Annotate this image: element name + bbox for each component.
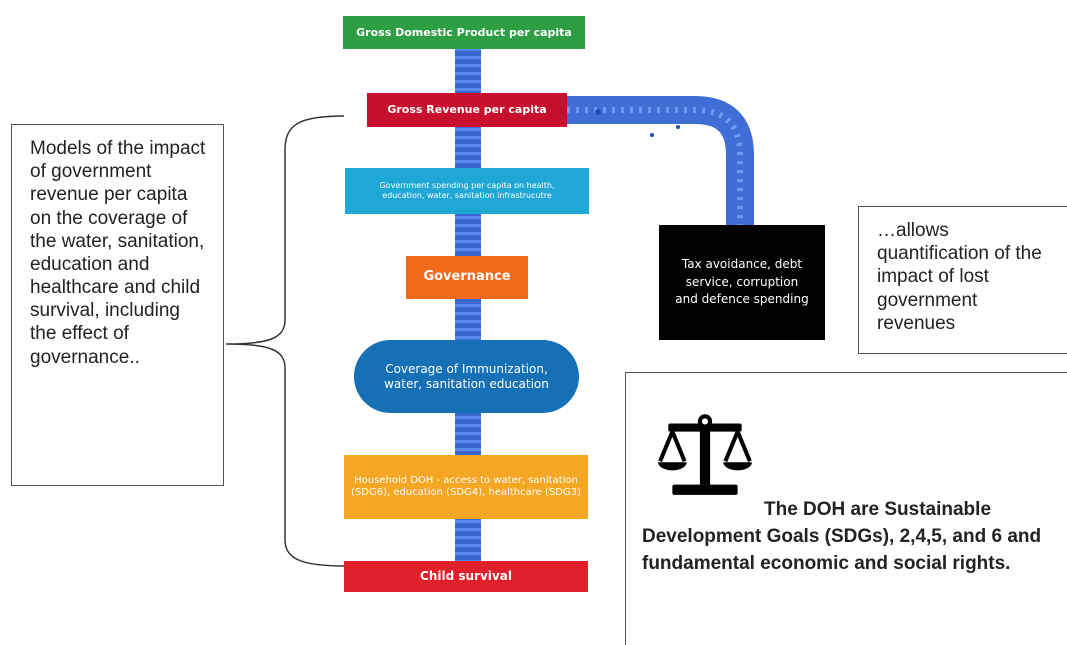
- allows-text: …allows quantification of the impact of …: [877, 220, 1042, 334]
- spending-box: Government spending per capita on health…: [345, 168, 589, 214]
- tax-box: Tax avoidance, debt service, corruption …: [659, 225, 825, 340]
- revenue-box: Gross Revenue per capita: [367, 93, 567, 127]
- coverage-label: Coverage of Immunization, water, sanitat…: [384, 361, 549, 391]
- pipe-drop: [650, 133, 654, 137]
- child-survival-label: Child survival: [420, 569, 512, 583]
- spending-label: Government spending per capita on health…: [379, 181, 555, 200]
- tax-pipe: [567, 96, 754, 228]
- coverage-box: Coverage of Immunization, water, sanitat…: [354, 340, 579, 413]
- household-label: Household DOH - access to water, sanitat…: [351, 474, 581, 499]
- doh-note: The DOH are Sustainable Development Goal…: [625, 372, 1067, 645]
- pipe-drop: [595, 109, 601, 115]
- household-box: Household DOH - access to water, sanitat…: [344, 455, 588, 519]
- gdp-label: Gross Domestic Product per capita: [356, 25, 572, 39]
- pipe-drop: [676, 125, 680, 129]
- allows-note: …allows quantification of the impact of …: [858, 206, 1067, 354]
- gdp-box: Gross Domestic Product per capita: [343, 16, 585, 49]
- tax-label: Tax avoidance, debt service, corruption …: [675, 257, 809, 307]
- governance-box: Governance: [406, 256, 528, 299]
- governance-label: Governance: [423, 269, 511, 285]
- child-survival-box: Child survival: [344, 561, 588, 592]
- models-text: Models of the impact of government reven…: [30, 138, 206, 368]
- left-brace: [225, 115, 345, 567]
- models-note: Models of the impact of government reven…: [11, 124, 224, 486]
- scales-icon: [658, 414, 752, 495]
- doh-text: The DOH are Sustainable Development Goal…: [642, 499, 1042, 574]
- revenue-label: Gross Revenue per capita: [387, 103, 547, 117]
